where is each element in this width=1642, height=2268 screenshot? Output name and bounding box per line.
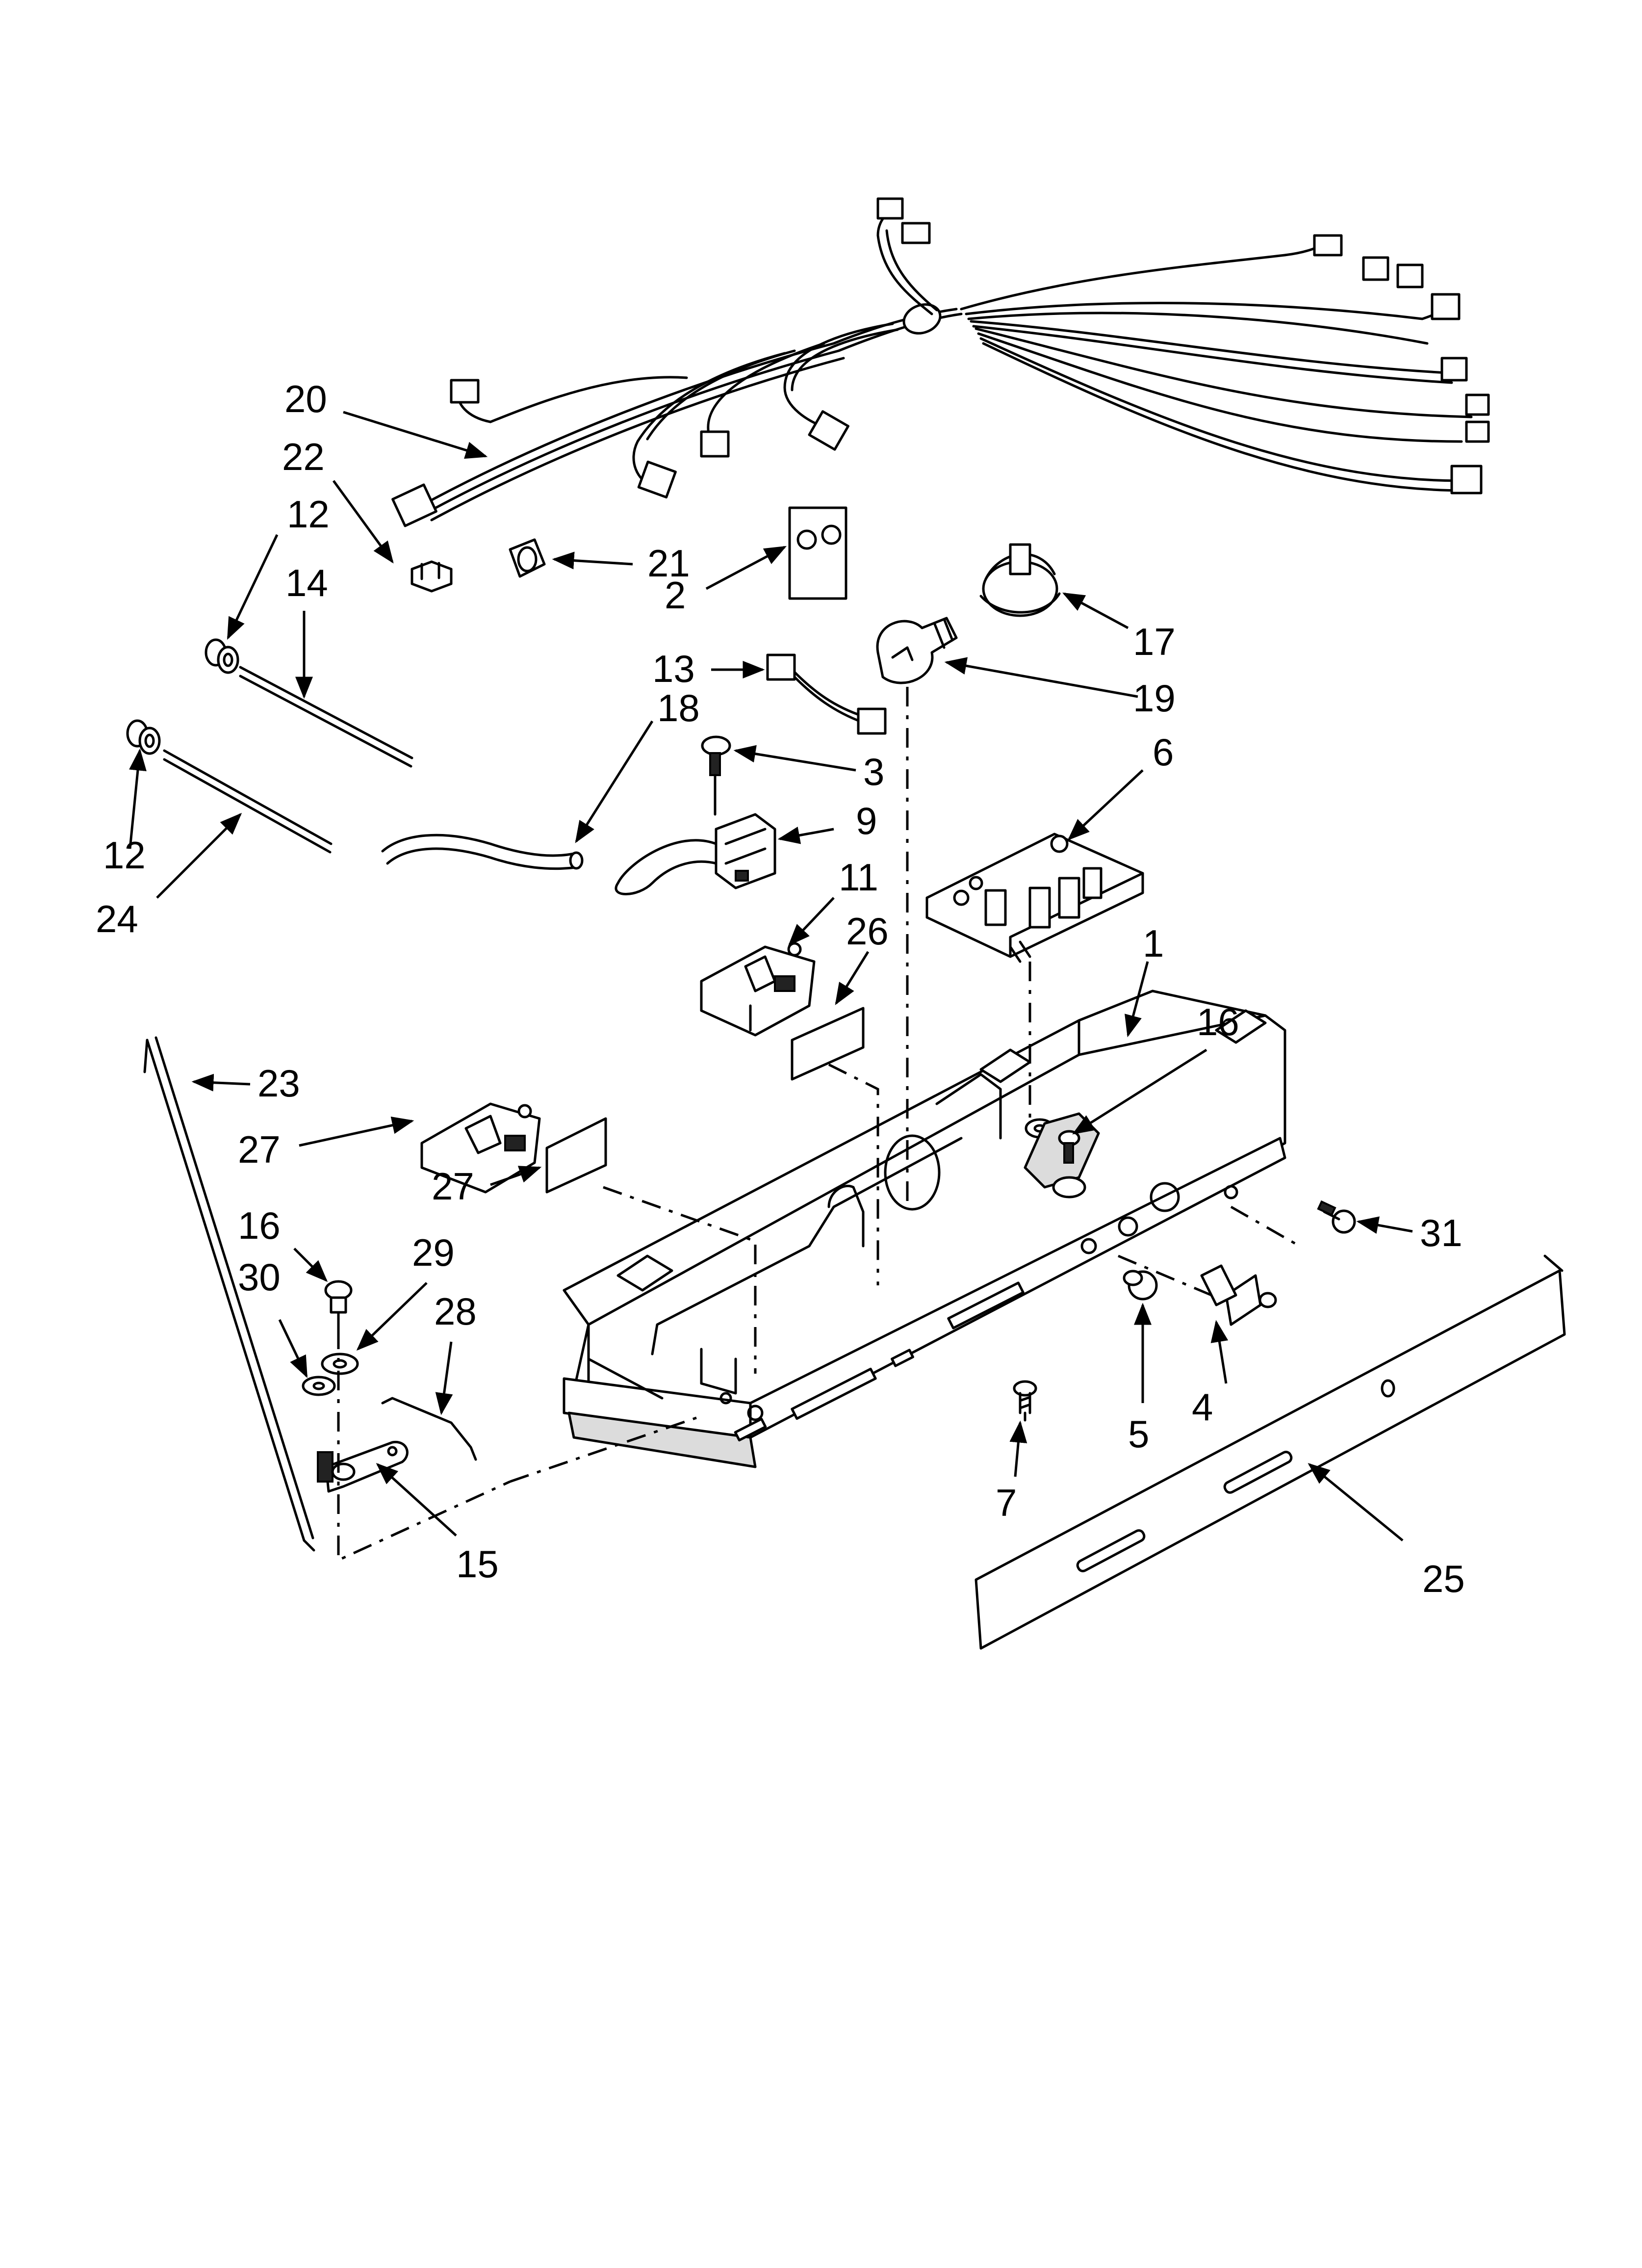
callout-30: 30	[238, 1255, 281, 1299]
jumper-cable	[766, 653, 887, 735]
callout-15: 15	[456, 1542, 499, 1586]
callout-24: 24	[96, 897, 138, 940]
screw-16-left	[324, 1280, 353, 1331]
callout-20: 20	[284, 377, 327, 420]
callout-16: 16	[1197, 1000, 1239, 1043]
callout-25: 25	[1422, 1557, 1465, 1600]
label-26	[791, 1007, 865, 1081]
callout-31: 31	[1420, 1211, 1462, 1254]
callout-7: 7	[996, 1481, 1017, 1524]
rod-23	[143, 1036, 315, 1552]
callout-18: 18	[657, 686, 700, 730]
callout-9: 9	[856, 799, 877, 842]
callout-4: 4	[1192, 1385, 1213, 1429]
callout-3: 3	[863, 750, 884, 793]
callout-6: 6	[1153, 730, 1174, 774]
callout-29: 29	[412, 1231, 455, 1274]
label-27	[545, 1117, 607, 1194]
washer-29	[321, 1353, 359, 1375]
callout-11: 11	[839, 856, 878, 899]
callout-2: 2	[665, 574, 686, 617]
light-bulb	[876, 617, 958, 684]
tube-14	[205, 638, 413, 768]
callout-16: 16	[238, 1204, 281, 1247]
leader-arrows	[128, 411, 1413, 1541]
thermostat	[615, 813, 776, 895]
callout-14: 14	[285, 561, 328, 604]
screw-3	[701, 735, 731, 816]
callout-labels: 20 22 12 14 21 2 17 13 19 18 3 6 9 12 11…	[96, 377, 1465, 1600]
screw-31	[1317, 1200, 1356, 1234]
callout-17: 17	[1133, 620, 1176, 663]
lamp-socket	[979, 543, 1061, 617]
callout-26: 26	[846, 910, 889, 953]
spring-28	[381, 1397, 477, 1461]
clip-part	[410, 560, 453, 593]
connector-part	[509, 538, 546, 578]
callout-13: 13	[652, 647, 695, 690]
alignment-lines	[337, 687, 1301, 1562]
front-panel-25	[975, 1254, 1566, 1650]
washer-30	[302, 1376, 336, 1396]
switch-4	[1200, 1264, 1277, 1326]
insulation-pad	[788, 506, 847, 600]
callout-22: 22	[282, 435, 325, 478]
callout-27: 27	[238, 1128, 281, 1171]
callout-21: 21	[647, 542, 690, 585]
callout-27: 27	[432, 1165, 474, 1208]
control-board	[925, 833, 1144, 963]
callout-5: 5	[1128, 1412, 1149, 1456]
callout-12: 12	[103, 834, 146, 877]
knob-5	[1123, 1270, 1158, 1301]
callout-19: 19	[1133, 677, 1176, 720]
control-housing	[563, 990, 1286, 1468]
damper-bracket	[700, 942, 816, 1037]
tube-24	[126, 719, 333, 854]
screw-7	[1013, 1380, 1037, 1422]
callout-23: 23	[257, 1062, 300, 1105]
callout-28: 28	[434, 1290, 477, 1333]
callout-1: 1	[1143, 922, 1164, 965]
hose	[381, 834, 584, 870]
damper-arm-15	[317, 1441, 409, 1493]
bracket-27	[420, 1102, 541, 1194]
callout-12: 12	[287, 493, 330, 536]
wire-harness	[391, 197, 1490, 527]
